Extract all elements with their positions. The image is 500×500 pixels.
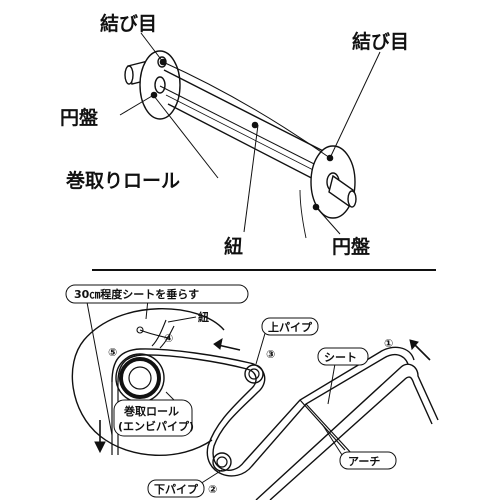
lower-pipe-box [147, 479, 205, 498]
step-1: ① [384, 337, 393, 350]
upper-pipe-box [261, 317, 319, 336]
label-disc-right: 円盤 [332, 235, 371, 258]
step-2: ② [208, 483, 217, 496]
label-lower-pipe: 下パイプ [154, 482, 199, 496]
sheet-path-inner [117, 353, 409, 477]
arch-box [339, 451, 397, 470]
label-arch: アーチ [348, 455, 380, 468]
roll-box [113, 399, 193, 437]
take-up-roll [115, 353, 165, 403]
upper-pipe [244, 364, 264, 384]
lower-pipe [212, 452, 232, 472]
step-5: ⑤ [108, 346, 117, 359]
roll-assembly [124, 50, 357, 239]
sheet-box [317, 347, 369, 366]
label-hang-note: 30㎝程度シートを垂らす [74, 287, 199, 301]
roll-tube [163, 69, 334, 187]
label-upper-pipe: 上パイプ [268, 320, 313, 334]
hang-note-box [65, 284, 249, 304]
label-roll: 巻取りロール [65, 169, 180, 192]
label-disc-left: 円盤 [60, 106, 99, 129]
label-roll-line2: (エンビパイプ) [118, 419, 194, 433]
arch-pipe [255, 363, 439, 500]
label-roll-line1: 巻取ロール [123, 404, 179, 418]
step-4: ④ [164, 332, 173, 345]
step-3: ③ [266, 348, 275, 361]
roll-string [162, 61, 331, 159]
label-sheet: シート [324, 351, 357, 364]
sheet-path-outer [111, 346, 415, 471]
label-string-top: 紐 [224, 235, 243, 258]
label-knot-right: 結び目 [352, 30, 409, 53]
label-string-bottom: 紐 [198, 310, 209, 324]
label-knot-left: 結び目 [100, 12, 157, 35]
big-disc [71, 308, 225, 456]
